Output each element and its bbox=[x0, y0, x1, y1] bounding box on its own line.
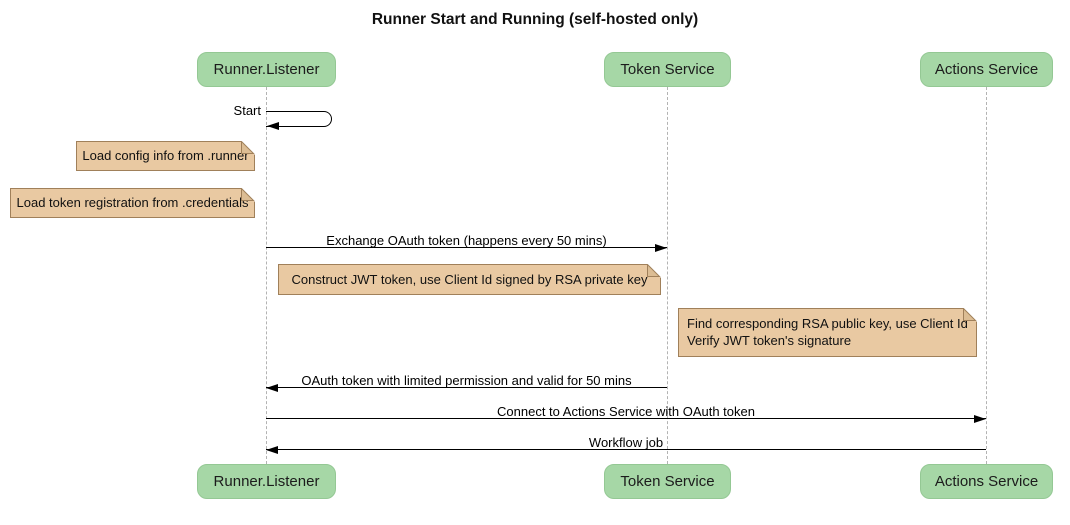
message-workflow-job-label: Workflow job bbox=[588, 435, 664, 450]
diagram-title: Runner Start and Running (self-hosted on… bbox=[371, 11, 699, 28]
arrowhead-right-icon bbox=[974, 414, 986, 423]
arrowhead-left-icon bbox=[266, 383, 278, 392]
participant-runner-listener-bottom: Runner.Listener bbox=[197, 464, 336, 499]
message-start-loop bbox=[266, 111, 332, 127]
message-start-label: Start bbox=[233, 103, 261, 118]
note-fold-icon bbox=[241, 188, 255, 202]
participant-token-service-top: Token Service bbox=[604, 52, 731, 87]
note-load-config: Load config info from .runner bbox=[76, 141, 255, 171]
note-text-line-2: Verify JWT token's signature bbox=[687, 333, 852, 348]
note-load-token-registration: Load token registration from .credential… bbox=[10, 188, 255, 218]
note-fold-icon bbox=[647, 264, 661, 278]
lifeline-runner-listener bbox=[266, 87, 267, 464]
participant-actions-service-top: Actions Service bbox=[920, 52, 1053, 87]
message-exchange-oauth-label: Exchange OAuth token (happens every 50 m… bbox=[326, 233, 607, 248]
message-workflow-job-line bbox=[266, 449, 986, 451]
message-connect-label: Connect to Actions Service with OAuth to… bbox=[497, 404, 755, 419]
note-text-line-1: Find corresponding RSA public key, use C… bbox=[687, 316, 968, 331]
note-fold-icon bbox=[241, 141, 255, 155]
arrowhead-left-icon bbox=[267, 121, 279, 130]
lifeline-token-service bbox=[667, 87, 668, 464]
note-text: Load config info from .runner bbox=[82, 148, 249, 163]
note-text: Construct JWT token, use Client Id signe… bbox=[291, 272, 648, 287]
message-exchange-oauth-line bbox=[266, 247, 667, 249]
arrowhead-left-icon bbox=[266, 445, 278, 454]
note-text: Load token registration from .credential… bbox=[16, 195, 249, 210]
note-construct-jwt: Construct JWT token, use Client Id signe… bbox=[278, 264, 661, 295]
note-find-rsa: Find corresponding RSA public key, use C… bbox=[678, 308, 977, 357]
message-connect-line bbox=[266, 418, 986, 420]
note-fold-icon bbox=[963, 308, 977, 322]
participant-runner-listener-top: Runner.Listener bbox=[197, 52, 336, 87]
participant-token-service-bottom: Token Service bbox=[604, 464, 731, 499]
participant-actions-service-bottom: Actions Service bbox=[920, 464, 1053, 499]
message-oauth-token-line bbox=[266, 387, 667, 389]
lifeline-actions-service bbox=[986, 87, 987, 464]
message-oauth-token-label: OAuth token with limited permission and … bbox=[301, 373, 632, 388]
arrowhead-right-icon bbox=[655, 243, 667, 252]
